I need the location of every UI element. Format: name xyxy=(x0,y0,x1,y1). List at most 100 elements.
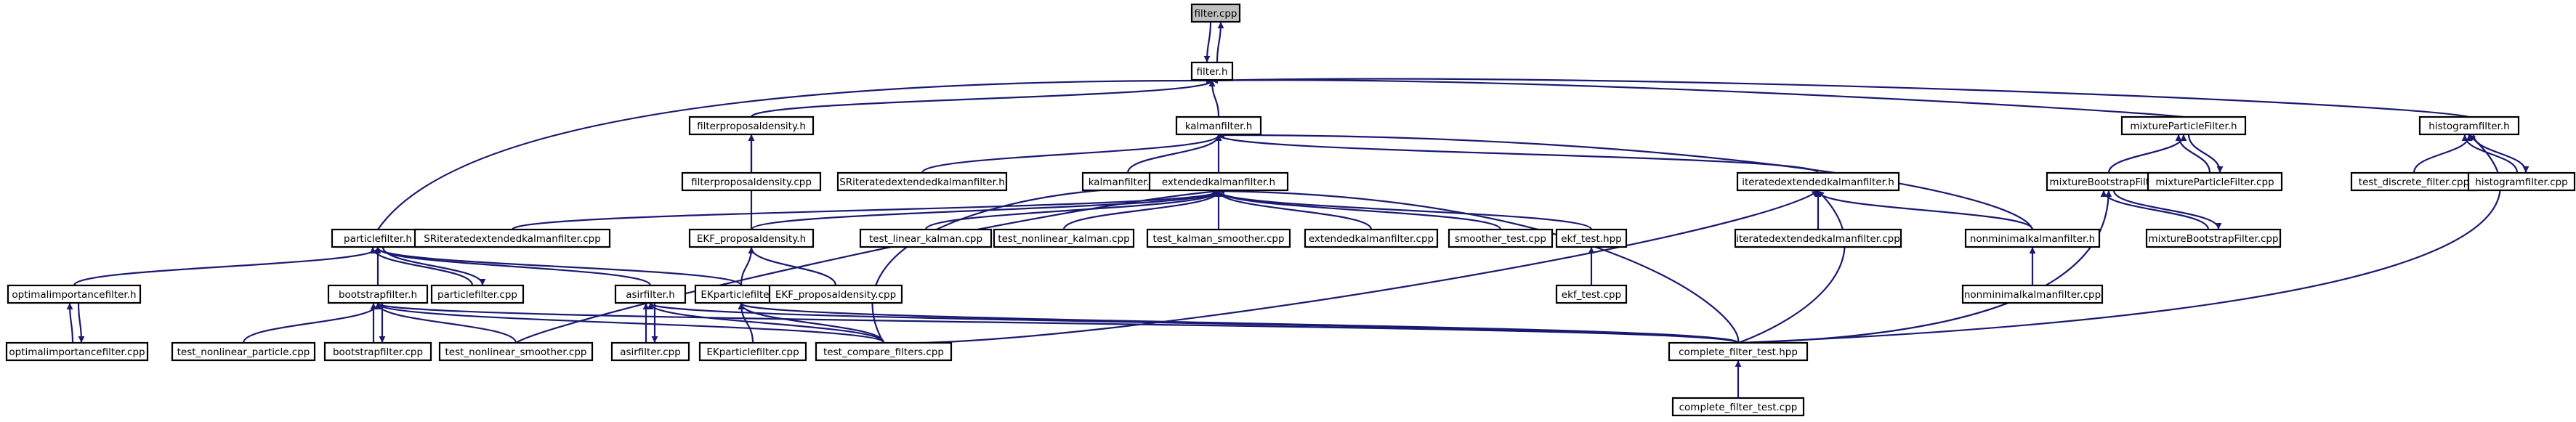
file-node-label: test_discrete_filter.cpp xyxy=(2359,176,2469,188)
file-node-tcf-cpp[interactable]: test_compare_filters.cpp xyxy=(815,341,953,362)
file-node-box xyxy=(331,228,425,248)
file-node-ekf-cpp[interactable]: extendedkalmanfilter.cpp xyxy=(1304,228,1439,248)
file-node-tns-cpp[interactable]: test_nonlinear_smoother.cpp xyxy=(438,341,594,362)
file-node-box xyxy=(171,341,316,362)
include-edge xyxy=(2187,134,2224,173)
include-edge xyxy=(73,247,381,286)
include-edge xyxy=(375,302,1740,344)
include-edge xyxy=(740,247,755,286)
file-node-tnp-cpp[interactable]: test_nonlinear_particle.cpp xyxy=(171,341,316,362)
file-node-bf-h[interactable]: bootstrapfilter.h xyxy=(327,284,429,304)
file-node-box xyxy=(614,284,687,304)
file-node-mpf-h[interactable]: mixtureParticleFilter.h xyxy=(2120,115,2247,136)
file-node-asir-h[interactable]: asirfilter.h xyxy=(614,284,687,304)
file-node-label: iteratedextendedkalmanfilter.cpp xyxy=(1736,233,1900,245)
file-node-cft-cpp[interactable]: complete_filter_test.cpp xyxy=(1671,397,1805,417)
file-node-kf-h[interactable]: kalmanfilter.h xyxy=(1175,115,1262,136)
file-node-ekf-h[interactable]: extendedkalmanfilter.h xyxy=(1148,171,1289,192)
file-node-label: optimalimportancefilter.h xyxy=(12,289,136,301)
file-node-fpd-cpp[interactable]: filterproposaldensity.cpp xyxy=(681,171,822,192)
include-edge xyxy=(374,246,743,287)
file-node-cft-hpp[interactable]: complete_filter_test.hpp xyxy=(1668,341,1809,362)
include-edge xyxy=(738,303,885,344)
file-node-label: particlefilter.h xyxy=(344,233,412,245)
include-edge xyxy=(374,303,517,344)
include-edge xyxy=(1218,131,2034,230)
file-node-oif-h[interactable]: optimalimportancefilter.h xyxy=(7,284,142,304)
file-node-box xyxy=(323,341,432,362)
file-node-box xyxy=(1555,284,1628,304)
file-node-label: EKparticlefilter.h xyxy=(700,289,781,301)
file-node-label: complete_filter_test.hpp xyxy=(1679,346,1798,358)
file-node-label: filter.cpp xyxy=(1194,8,1237,20)
include-edge xyxy=(924,190,1222,230)
file-node-fpd-h[interactable]: filterproposaldensity.h xyxy=(688,115,815,136)
file-node-ekfpd-h[interactable]: EKF_proposaldensity.h xyxy=(688,228,815,248)
include-edge xyxy=(750,190,1222,231)
file-node-label: nonminimalkalmanfilter.h xyxy=(1970,233,2095,245)
file-node-box xyxy=(1190,3,1241,23)
include-edge xyxy=(2175,134,2211,174)
file-node-label: kalmanfilter.cpp xyxy=(1089,176,1168,188)
file-node-iekf-cpp[interactable]: iteratedextendedkalmanfilter.cpp xyxy=(1734,228,1902,248)
file-node-box xyxy=(698,341,807,362)
file-node-sriekf-h[interactable]: SRiteratedextendedkalmanfilter.h xyxy=(836,171,1008,192)
include-edge xyxy=(2472,134,2529,173)
file-node-bf-cpp[interactable]: bootstrapfilter.cpp xyxy=(323,341,432,362)
file-node-tks-cpp[interactable]: test_kalman_smoother.cpp xyxy=(1146,228,1291,248)
file-node-box xyxy=(1736,171,1900,192)
file-node-sriekf-cpp[interactable]: SRiteratedextendedkalmanfilter.cpp xyxy=(413,228,611,248)
include-edge xyxy=(374,247,652,286)
file-node-filter-h[interactable]: filter.h xyxy=(1190,61,1234,81)
file-node-label: filterproposaldensity.h xyxy=(697,121,806,132)
file-node-ekft-hpp[interactable]: ekf_test.hpp xyxy=(1555,228,1628,248)
file-node-pf-cpp[interactable]: particlefilter.cpp xyxy=(430,284,525,304)
file-node-label: histogramfilter.cpp xyxy=(2475,176,2567,188)
file-node-box xyxy=(2467,171,2576,192)
file-node-box xyxy=(836,171,1008,192)
include-edge xyxy=(921,134,1222,174)
file-node-mbf-cpp[interactable]: mixtureBootstrapFilter.cpp xyxy=(2145,228,2282,248)
file-node-ekfpf-cpp[interactable]: EKparticlefilter.cpp xyxy=(698,341,807,362)
file-node-pf-h[interactable]: particlefilter.h xyxy=(331,228,425,248)
file-node-label: test_nonlinear_kalman.cpp xyxy=(998,233,1129,245)
include-edge xyxy=(1215,190,1502,230)
include-edge xyxy=(883,190,1819,344)
include-edge xyxy=(1216,22,1224,63)
include-edge xyxy=(2107,134,2187,174)
file-node-nmkf-h[interactable]: nonminimalkalmanfilter.h xyxy=(1964,228,2101,248)
file-node-asir-cpp[interactable]: asirfilter.cpp xyxy=(610,341,690,362)
edge-layer xyxy=(66,21,2529,398)
file-node-label: histogramfilter.h xyxy=(2428,121,2509,132)
file-node-label: test_kalman_smoother.cpp xyxy=(1152,233,1284,245)
file-node-ekfpd-cpp[interactable]: EKF_proposaldensity.cpp xyxy=(768,284,903,304)
file-node-tlk-cpp[interactable]: test_linear_kalman.cpp xyxy=(859,228,993,248)
file-node-tdf-cpp[interactable]: test_discrete_filter.cpp xyxy=(2350,171,2478,192)
file-node-box xyxy=(7,284,142,304)
file-node-label: mixtureParticleFilter.cpp xyxy=(2155,176,2274,188)
file-node-oif-cpp[interactable]: optimalimportancefilter.cpp xyxy=(5,341,149,362)
file-node-label: EKF_proposaldensity.h xyxy=(697,233,806,245)
file-node-tnk-cpp[interactable]: test_nonlinear_kalman.cpp xyxy=(993,228,1135,248)
file-node-box xyxy=(2145,228,2282,248)
file-node-box xyxy=(1304,228,1439,248)
file-node-nmkf-cpp[interactable]: nonminimalkalmanfilter.cpp xyxy=(1961,284,2104,304)
file-node-ekft-cpp[interactable]: ekf_test.cpp xyxy=(1555,284,1628,304)
file-node-hf-cpp[interactable]: histogramfilter.cpp xyxy=(2467,171,2576,192)
file-node-iekf-h[interactable]: iteratedextendedkalmanfilter.h xyxy=(1736,171,1900,192)
file-node-label: kalmanfilter.h xyxy=(1185,121,1253,132)
include-edge xyxy=(1062,190,1222,230)
file-node-box xyxy=(1668,341,1809,362)
file-node-box xyxy=(327,284,429,304)
file-node-label: particlefilter.cpp xyxy=(437,289,517,301)
file-node-box xyxy=(688,228,815,248)
file-node-st-cpp[interactable]: smoother_test.cpp xyxy=(1448,228,1554,248)
file-node-box xyxy=(993,228,1135,248)
file-node-mpf-cpp[interactable]: mixtureParticleFilter.cpp xyxy=(2147,171,2283,192)
include-edge xyxy=(1814,190,2034,230)
file-node-hf-h[interactable]: histogramfilter.h xyxy=(2418,115,2520,136)
file-node-filter-cpp[interactable]: filter.cpp xyxy=(1190,3,1241,23)
file-node-box xyxy=(1734,228,1902,248)
file-node-label: bootstrapfilter.cpp xyxy=(333,346,423,358)
